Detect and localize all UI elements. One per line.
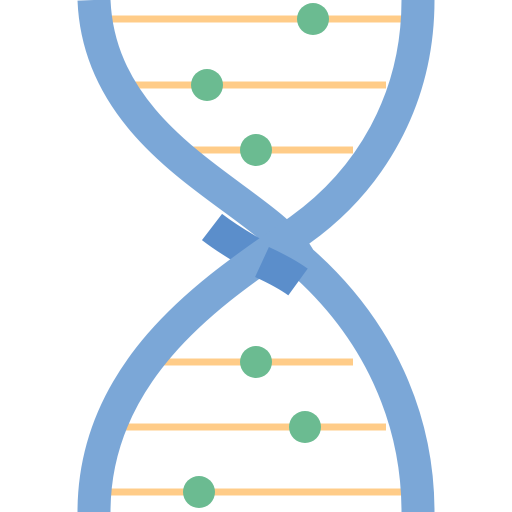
- node-2: [191, 69, 223, 101]
- strand-a: [77, 0, 435, 512]
- helix-strands: [77, 0, 435, 512]
- node-4: [240, 346, 272, 378]
- node-1: [297, 3, 329, 35]
- node-5: [289, 411, 321, 443]
- node-3: [240, 134, 272, 166]
- nucleotide-nodes: [183, 3, 329, 508]
- node-6: [183, 476, 215, 508]
- strand-b-shadow-lower: [255, 247, 308, 296]
- strand-b: [77, 0, 435, 512]
